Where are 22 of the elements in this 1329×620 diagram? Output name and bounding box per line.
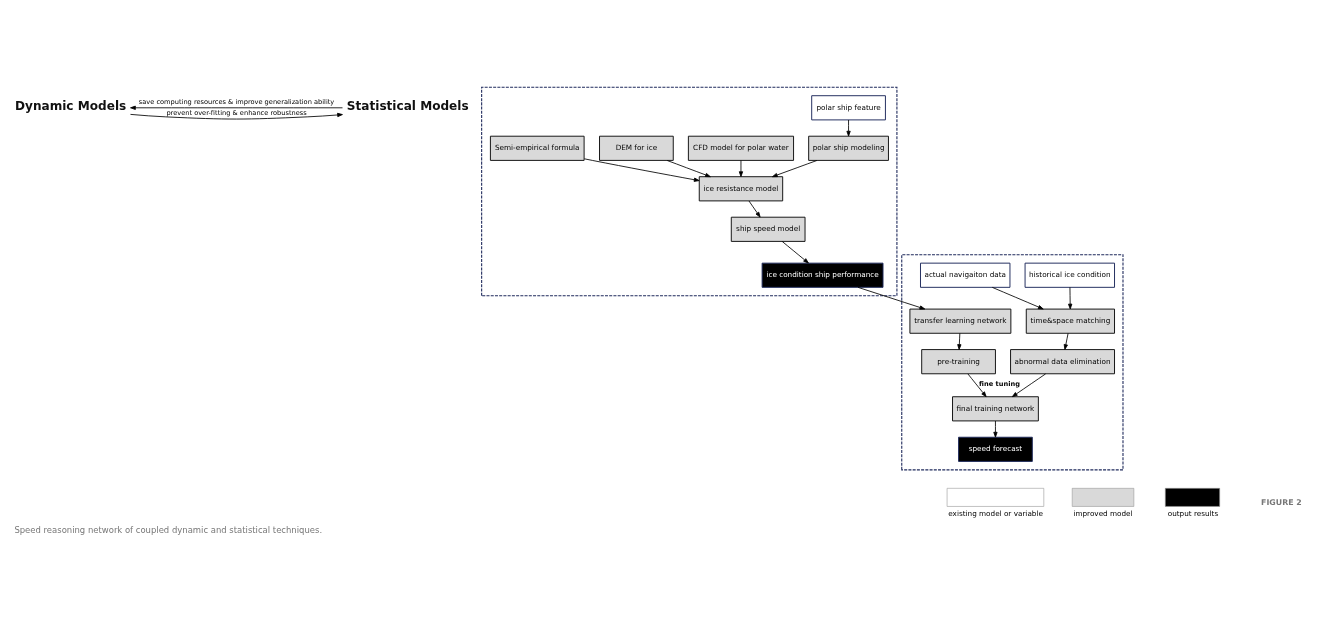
node-text: Statistical Models — [346, 99, 469, 114]
arrow — [1068, 286, 1073, 310]
arrow — [748, 200, 761, 218]
cluster — [901, 254, 1124, 471]
arrow — [1011, 373, 1047, 398]
caption: Speed reasoning network of coupled dynamic and statistical techniques. — [14, 524, 323, 535]
cluster — [481, 86, 898, 297]
arrow — [130, 112, 343, 120]
arrow — [846, 119, 851, 137]
arrow — [991, 286, 1044, 310]
arrow — [738, 160, 744, 177]
arrow — [666, 160, 711, 178]
arrow — [1063, 332, 1069, 350]
arrow — [781, 241, 809, 264]
arrow — [772, 160, 818, 178]
node-text: Dynamic Models — [15, 99, 127, 114]
arrow — [583, 158, 700, 182]
arrow — [957, 332, 962, 350]
arrow — [130, 105, 343, 110]
arrow — [857, 286, 926, 310]
arrow — [967, 373, 987, 398]
arrow — [993, 420, 998, 438]
